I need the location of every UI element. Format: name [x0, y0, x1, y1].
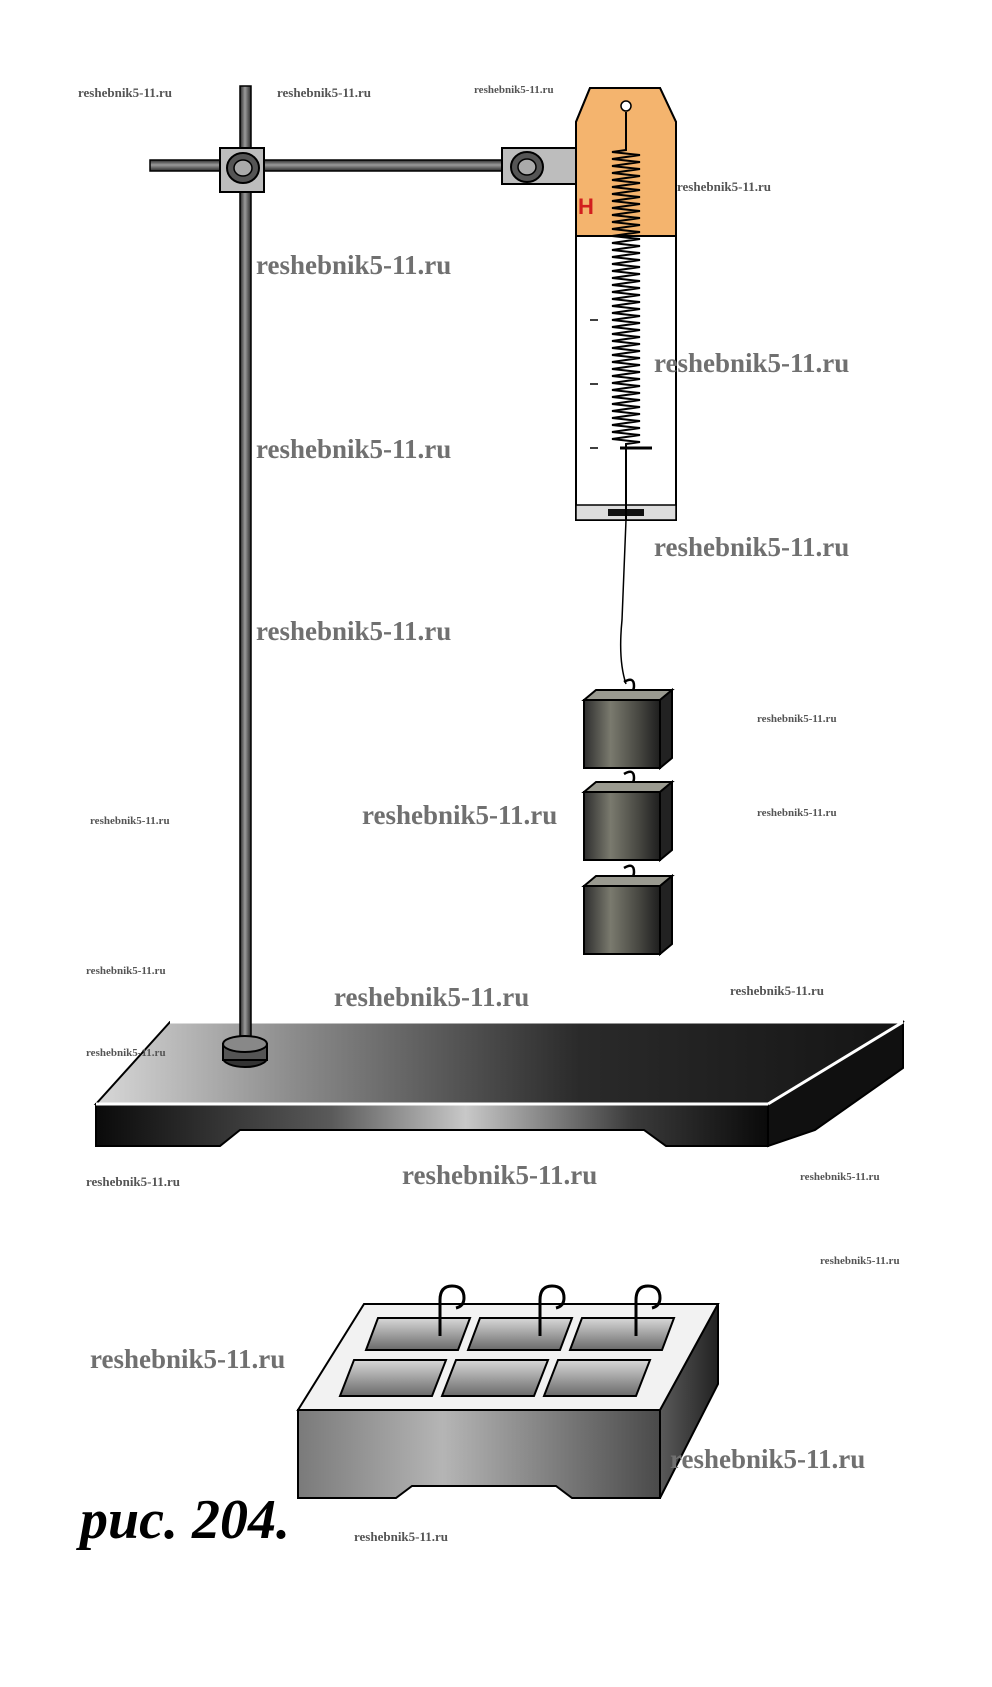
watermark: reshebnik5-11.ru	[800, 1171, 880, 1183]
watermark: reshebnik5-11.ru	[677, 179, 772, 194]
weight	[581, 678, 675, 771]
weights	[581, 678, 675, 957]
watermark: reshebnik5-11.ru	[654, 348, 850, 378]
watermark: reshebnik5-11.ru	[757, 807, 837, 819]
weight-box-cells	[338, 1317, 676, 1397]
weight-box-cell	[364, 1317, 472, 1351]
weight-box-hook	[438, 1284, 466, 1336]
dynamometer	[575, 87, 677, 521]
weight	[581, 770, 675, 863]
watermark: reshebnik5-11.ru	[654, 532, 850, 562]
weight-side	[659, 779, 673, 863]
rod-clamp	[219, 147, 265, 193]
spring-coil	[611, 112, 641, 448]
watermark: reshebnik5-11.ru	[670, 1444, 866, 1474]
weight-side	[659, 687, 673, 771]
watermark: reshebnik5-11.ru	[277, 85, 372, 100]
watermark: reshebnik5-11.ru	[730, 983, 825, 998]
watermark: reshebnik5-11.ru	[256, 616, 452, 646]
watermark: reshebnik5-11.ru	[820, 1255, 900, 1267]
watermark: reshebnik5-11.ru	[256, 250, 452, 280]
watermark: reshebnik5-11.ru	[90, 815, 170, 827]
figure-caption: рис. 204.	[80, 1489, 290, 1551]
weight-body	[583, 791, 661, 861]
watermark: reshebnik5-11.ru	[86, 965, 166, 977]
watermark: reshebnik5-11.ru	[90, 1344, 286, 1374]
watermark: reshebnik5-11.ru	[86, 1174, 181, 1189]
watermark: reshebnik5-11.ru	[78, 85, 173, 100]
spring	[611, 112, 641, 448]
wire	[619, 519, 627, 685]
weight-box-cell	[466, 1317, 574, 1351]
watermark: reshebnik5-11.ru	[334, 982, 530, 1012]
watermark: reshebnik5-11.ru	[256, 434, 452, 464]
weight-top	[581, 689, 675, 701]
weight-side	[659, 873, 673, 957]
weight-box-cell	[542, 1359, 652, 1397]
weight-top	[581, 781, 675, 793]
watermark: reshebnik5-11.ru	[354, 1529, 449, 1544]
stand-base	[93, 1020, 905, 1148]
watermark: reshebnik5-11.ru	[86, 1047, 166, 1059]
weight	[581, 864, 675, 957]
stand-rod	[222, 85, 268, 1068]
watermark: reshebnik5-11.ru	[757, 713, 837, 725]
weight-box-hook	[538, 1284, 566, 1336]
weight-top	[581, 875, 675, 887]
watermark: reshebnik5-11.ru	[474, 84, 554, 96]
scale-ticks	[590, 319, 598, 449]
weight-box-hook	[634, 1284, 662, 1336]
weight-body	[583, 699, 661, 769]
weight-box-cell	[338, 1359, 448, 1397]
weight-box-hooks	[438, 1284, 662, 1336]
watermark: reshebnik5-11.ru	[402, 1160, 598, 1190]
weight-body	[583, 885, 661, 955]
weight-box	[296, 1284, 720, 1499]
dynamometer-scale-letter: Н	[578, 194, 594, 219]
weight-box-cell	[568, 1317, 676, 1351]
watermark: reshebnik5-11.ru	[362, 800, 558, 830]
weight-box-cell	[440, 1359, 550, 1397]
